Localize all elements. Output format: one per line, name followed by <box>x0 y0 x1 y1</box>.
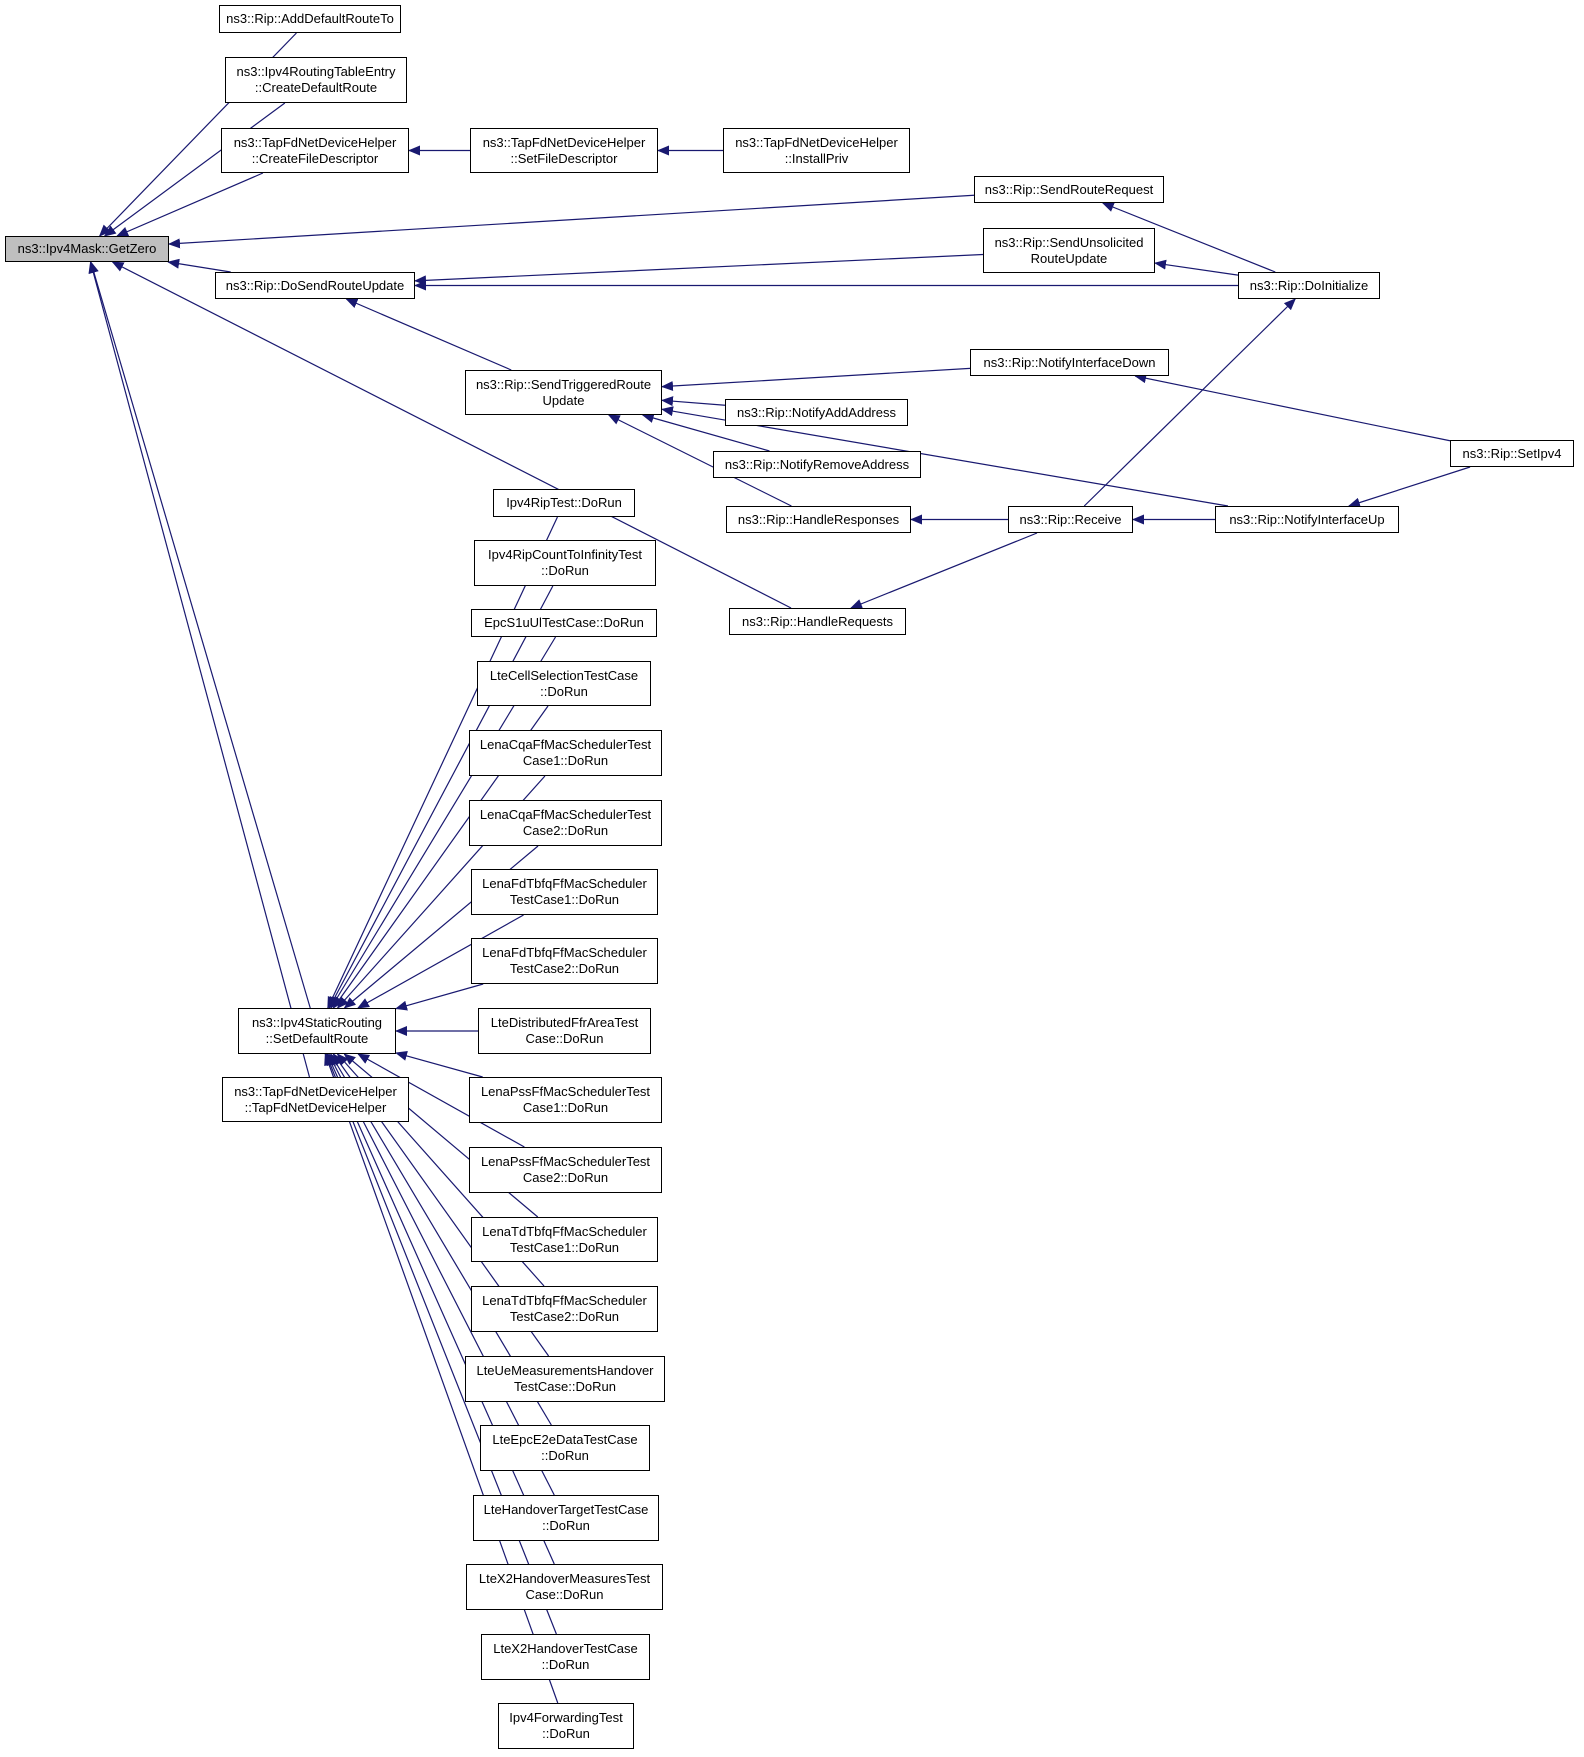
node-rip-dosendrouteupdate[interactable]: ns3::Rip::DoSendRouteUpdate <box>215 272 415 299</box>
node-ltehandovertargettestcase-dorun[interactable]: LteHandoverTargetTestCase ::DoRun <box>473 1495 659 1541</box>
node-rip-notifyinterfaceup[interactable]: ns3::Rip::NotifyInterfaceUp <box>1215 506 1399 533</box>
node-ipv4staticrouting-setdefaultroute[interactable]: ns3::Ipv4StaticRouting ::SetDefaultRoute <box>238 1008 396 1054</box>
edge-n19-t17 <box>326 1053 555 1565</box>
node-ipv4forwardingtest-dorun[interactable]: Ipv4ForwardingTest ::DoRun <box>498 1703 634 1749</box>
node-lenatdtbfq-testcase1-dorun[interactable]: LenaTdTbfqFfMacScheduler TestCase1::DoRu… <box>471 1217 658 1262</box>
edge-n10-n15 <box>607 414 792 507</box>
edge-n10-n13 <box>641 413 770 452</box>
edge-n10-n12 <box>661 396 726 407</box>
edge-n0-n3 <box>116 172 264 237</box>
node-tapfd-setfiledescriptor[interactable]: ns3::TapFdNetDeviceHelper ::SetFileDescr… <box>470 128 658 173</box>
node-lenatdtbfq-testcase2-dorun[interactable]: LenaTdTbfqFfMacScheduler TestCase2::DoRu… <box>471 1286 658 1332</box>
edge-n7-n9 <box>1154 259 1239 276</box>
node-lenapss-testcase1-dorun[interactable]: LenaPssFfMacSchedulerTest Case1::DoRun <box>469 1077 662 1123</box>
node-lteepce2edatatestcase-dorun[interactable]: LteEpcE2eDataTestCase ::DoRun <box>480 1425 650 1471</box>
node-rip-sendunsolicitedrouteupdate[interactable]: ns3::Rip::SendUnsolicited RouteUpdate <box>983 228 1155 273</box>
node-lenacqa-testcase2-dorun[interactable]: LenaCqaFfMacSchedulerTest Case2::DoRun <box>469 800 662 846</box>
node-ltex2handovermeasurestestcase-dorun[interactable]: LteX2HandoverMeasuresTest Case::DoRun <box>466 1564 663 1610</box>
node-ltecellselectiontestcase-dorun[interactable]: LteCellSelectionTestCase ::DoRun <box>477 661 651 706</box>
node-rip-handlerequests[interactable]: ns3::Rip::HandleRequests <box>729 608 906 635</box>
node-lenafdtbfq-testcase2-dorun[interactable]: LenaFdTbfqFfMacScheduler TestCase2::DoRu… <box>471 938 658 984</box>
edge-n19-t2 <box>328 585 554 1009</box>
node-lenapss-testcase2-dorun[interactable]: LenaPssFfMacSchedulerTest Case2::DoRun <box>469 1147 662 1193</box>
node-tapfd-installpriv[interactable]: ns3::TapFdNetDeviceHelper ::InstallPriv <box>723 128 910 173</box>
node-lenafdtbfq-testcase1-dorun[interactable]: LenaFdTbfqFfMacScheduler TestCase1::DoRu… <box>471 869 658 915</box>
node-rip-notifyremoveaddress[interactable]: ns3::Rip::NotifyRemoveAddress <box>713 451 921 478</box>
edge-n17-n14 <box>1347 466 1471 508</box>
edge-n0-n6 <box>168 194 975 249</box>
edge-n19-t1 <box>327 516 558 1009</box>
edge-n19-t8 <box>395 983 484 1011</box>
node-ipv4riptest-dorun[interactable]: Ipv4RipTest::DoRun <box>493 489 635 517</box>
node-ltex2handovertestcase-dorun[interactable]: LteX2HandoverTestCase ::DoRun <box>481 1634 650 1680</box>
node-rip-sendrouterequest[interactable]: ns3::Rip::SendRouteRequest <box>974 176 1164 203</box>
node-ipv4mask-getzero[interactable]: ns3::Ipv4Mask::GetZero <box>5 236 169 262</box>
edge-n19-t11 <box>357 1053 525 1148</box>
edge-n0-n20 <box>88 261 311 1078</box>
node-rip-receive[interactable]: ns3::Rip::Receive <box>1008 506 1133 533</box>
node-tapfd-tapfdnetdevicehelper[interactable]: ns3::TapFdNetDeviceHelper ::TapFdNetDevi… <box>222 1077 409 1122</box>
edge-n0-n19 <box>89 261 311 1009</box>
edge-n0-n2 <box>103 102 286 237</box>
node-rip-setipv4[interactable]: ns3::Rip::SetIpv4 <box>1450 440 1574 467</box>
node-rip-doinitialize[interactable]: ns3::Rip::DoInitialize <box>1238 272 1380 299</box>
edge-n0-n8 <box>167 258 231 273</box>
node-ipv4ripcounttoinfinitytest-dorun[interactable]: Ipv4RipCountToInfinityTest ::DoRun <box>474 540 656 586</box>
node-rip-handleresponses[interactable]: ns3::Rip::HandleResponses <box>726 506 911 533</box>
node-ipv4routingtableentry-createdefaultroute[interactable]: ns3::Ipv4RoutingTableEntry ::CreateDefau… <box>225 57 407 103</box>
node-rip-notifyinterfacedown[interactable]: ns3::Rip::NotifyInterfaceDown <box>970 349 1169 376</box>
edge-n18-n16 <box>850 532 1038 609</box>
node-epcs1uultestcase-dorun[interactable]: EpcS1uUlTestCase::DoRun <box>471 609 657 637</box>
node-ltedistributedffrareatestcase-dorun[interactable]: LteDistributedFfrAreaTest Case::DoRun <box>478 1008 651 1054</box>
edge-n6-n9 <box>1101 202 1276 273</box>
node-rip-sendtriggeredrouteupdate[interactable]: ns3::Rip::SendTriggeredRoute Update <box>465 370 662 415</box>
edge-n19-t10 <box>395 1051 483 1078</box>
edge-n19-t16 <box>328 1053 555 1496</box>
edge-n19-t7 <box>357 914 524 1009</box>
edge-n10-n11 <box>661 367 971 392</box>
node-lteuemeasurementshandovertestcase-dorun[interactable]: LteUeMeasurementsHandover TestCase::DoRu… <box>465 1356 665 1402</box>
node-lenacqa-testcase1-dorun[interactable]: LenaCqaFfMacSchedulerTest Case1::DoRun <box>469 730 662 776</box>
edge-n8-n7 <box>414 253 984 286</box>
node-rip-notifyaddaddress[interactable]: ns3::Rip::NotifyAddAddress <box>725 399 908 426</box>
edge-n8-n10 <box>345 298 512 371</box>
node-tapfd-createfiledescriptor[interactable]: ns3::TapFdNetDeviceHelper ::CreateFileDe… <box>221 128 409 173</box>
node-rip-adddefaultrouteto[interactable]: ns3::Rip::AddDefaultRouteTo <box>219 5 401 33</box>
edge-n11-n14 <box>1134 373 1451 442</box>
edge-n0-n18 <box>111 261 792 609</box>
edge-n19-t18 <box>325 1053 557 1635</box>
edge-n9-n16 <box>1083 298 1296 507</box>
